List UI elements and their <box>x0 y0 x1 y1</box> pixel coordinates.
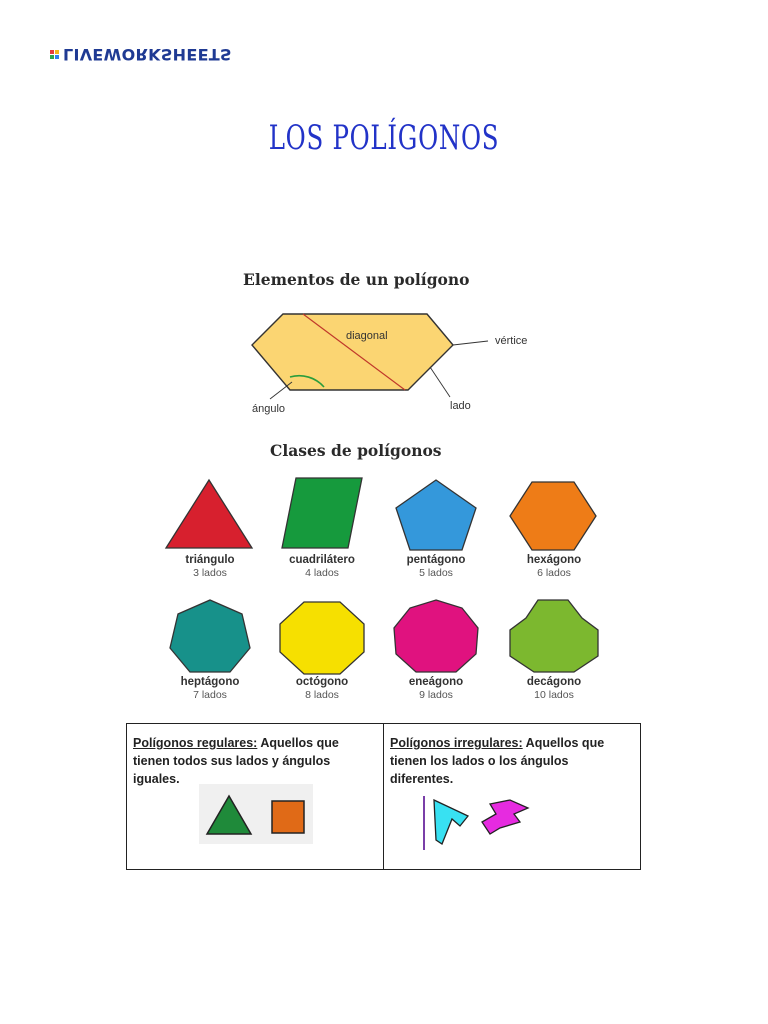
irregular-definition: Polígonos irregulares: Aquellos que tien… <box>390 734 634 788</box>
shape-name: eneágono <box>408 676 464 688</box>
pentagon-icon <box>395 479 477 551</box>
angle-arc-icon <box>289 374 325 388</box>
shape-sides: 10 lados <box>534 689 574 701</box>
regular-polygons-cell: Polígonos regulares: Aquellos que tienen… <box>127 724 383 869</box>
irregular-shape-1-icon <box>433 798 470 845</box>
decagon-icon <box>509 599 599 673</box>
octagon-shape <box>279 601 365 675</box>
shape-name: pentágono <box>406 554 466 566</box>
regular-triangle-icon <box>205 794 253 835</box>
parallelogram-icon <box>281 477 363 549</box>
diagonal-label: diagonal <box>346 330 388 342</box>
irregular-definition-text: Aquellos que tienen los lados o los ángu… <box>390 736 605 786</box>
shape-name: octógono <box>295 676 349 688</box>
liveworksheets-logo: LIVEWORKSHEETS <box>50 44 232 64</box>
shape-sides: 8 lados <box>305 689 339 701</box>
hexagon-shape <box>251 313 454 391</box>
page-title: LOS POLÍGONOS <box>268 118 500 158</box>
triangle-icon <box>164 478 254 549</box>
heptagon-shape <box>169 599 251 673</box>
hexagon-shape <box>509 481 597 551</box>
nonagon-icon <box>393 599 479 673</box>
shape-sides: 6 lados <box>537 567 571 579</box>
triangle-shape <box>164 478 254 549</box>
logo-square-4 <box>55 54 59 59</box>
regular-term: Polígonos regulares: <box>133 736 258 750</box>
shape-name: triángulo <box>185 554 235 566</box>
regular-square-icon <box>271 800 305 834</box>
side-pointer <box>429 366 451 398</box>
polygon-elements-diagram: diagonal vértice ángulo lado <box>251 313 527 415</box>
shape-sides: 5 lados <box>419 567 453 579</box>
logo-mark-icon <box>50 49 59 59</box>
decagon-shape <box>509 599 599 673</box>
angle-label: ángulo <box>252 403 285 415</box>
irregular-shape-2-icon <box>481 799 530 835</box>
logo-square-2 <box>55 49 59 54</box>
nonagon-shape <box>393 599 479 673</box>
pentagon-shape <box>395 479 477 551</box>
elements-heading: Elementos de un polígono <box>243 270 470 289</box>
classes-heading: Clases de polígonos <box>270 441 442 460</box>
regular-examples <box>199 784 313 844</box>
shape-name: hexágono <box>526 554 582 566</box>
octagon-icon <box>279 601 365 675</box>
shape-name: cuadrilátero <box>289 554 355 566</box>
diagonal-line <box>302 313 406 391</box>
hexagon-icon <box>509 481 597 551</box>
logo-square-3 <box>50 54 54 59</box>
shape-name: decágono <box>526 676 582 688</box>
logo-text: LIVEWORKSHEETS <box>63 44 232 64</box>
shape-sides: 4 lados <box>305 567 339 579</box>
side-label: lado <box>450 400 471 412</box>
regular-definition-text: Aquellos que tienen todos sus lados y án… <box>133 736 339 786</box>
logo-square-1 <box>50 49 54 54</box>
irregular-examples <box>423 796 530 850</box>
shape-sides: 3 lados <box>193 567 227 579</box>
irregular-term: Polígonos irregulares: <box>390 736 523 750</box>
polygon-types-table: Polígonos regulares: Aquellos que tienen… <box>126 723 641 870</box>
vertex-pointer <box>452 340 489 346</box>
shape-sides: 7 lados <box>193 689 227 701</box>
angle-pointer <box>269 381 293 400</box>
heptagon-icon <box>169 599 251 673</box>
irregular-polygons-cell: Polígonos irregulares: Aquellos que tien… <box>383 724 640 869</box>
shape-name: heptágono <box>180 676 240 688</box>
vertex-label: vértice <box>495 335 527 347</box>
regular-definition: Polígonos regulares: Aquellos que tienen… <box>133 734 377 788</box>
parallelogram-shape <box>281 477 363 549</box>
shape-sides: 9 lados <box>419 689 453 701</box>
